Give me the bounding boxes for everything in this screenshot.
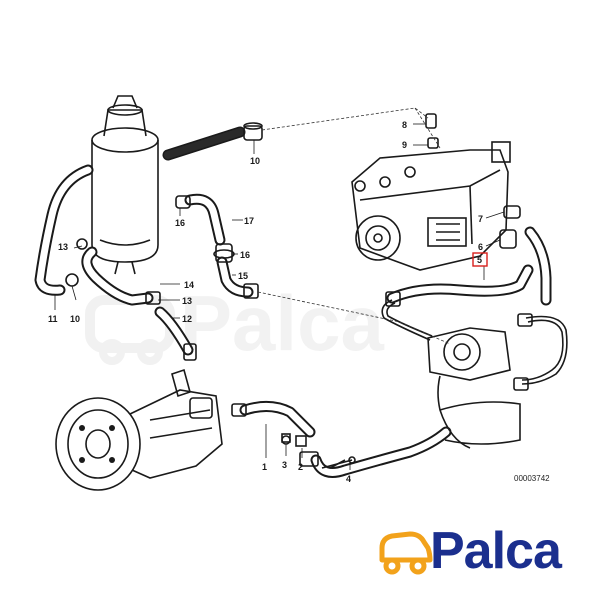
label-16-left: 16 (175, 218, 185, 228)
label-12: 12 (182, 314, 192, 324)
small-parts (281, 433, 356, 469)
valve-body (427, 327, 521, 449)
label-2: 2 (298, 462, 303, 472)
label-3: 3 (282, 460, 287, 470)
label-9: 9 (402, 140, 407, 150)
label-13-right: 13 (182, 296, 192, 306)
label-5: 5 (477, 255, 482, 265)
connection-lines (257, 107, 451, 345)
steel-lines (381, 299, 568, 385)
label-8: 8 (402, 120, 407, 130)
label-14: 14 (184, 280, 194, 290)
part-labels: 8 9 7 6 5 10 16 17 16 15 14 13 12 13 11 … (48, 120, 550, 484)
label-4: 4 (346, 474, 351, 484)
palca-logo (379, 531, 433, 575)
hoses (34, 126, 552, 478)
car-icon (379, 531, 433, 575)
label-10-bottom: 10 (70, 314, 80, 324)
label-17: 17 (244, 216, 254, 226)
label-11: 11 (48, 314, 58, 324)
label-13-left: 13 (58, 242, 68, 252)
label-6: 6 (478, 242, 483, 252)
watermark-text: Palca (180, 279, 384, 367)
fluid-reservoir (91, 95, 159, 275)
label-7: 7 (478, 214, 483, 224)
reference-number: 00003742 (514, 474, 550, 483)
label-15: 15 (238, 271, 248, 281)
brand-name: Palca (430, 522, 562, 580)
label-16-right: 16 (240, 250, 250, 260)
watermark: Palca (85, 279, 384, 367)
label-1: 1 (262, 462, 267, 472)
steering-gearbox (351, 141, 511, 271)
leader-lines (54, 123, 505, 470)
label-10-top: 10 (250, 156, 260, 166)
fittings (65, 113, 533, 469)
highlight-box-5 (472, 252, 488, 267)
power-steering-pump (55, 368, 223, 491)
